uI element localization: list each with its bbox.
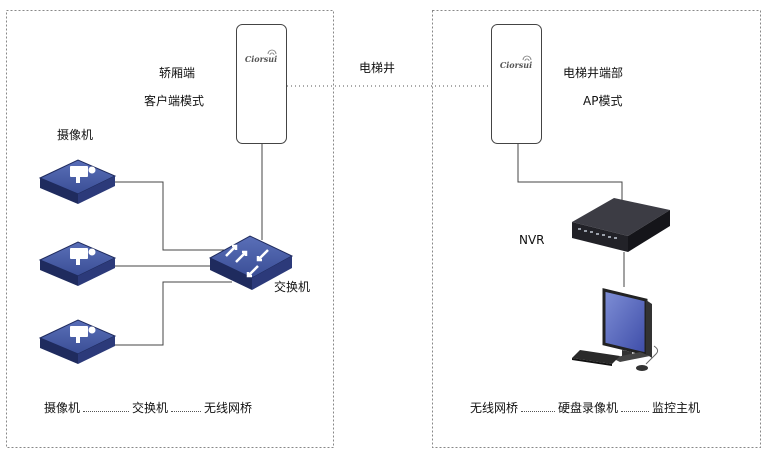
network-switch [208, 235, 294, 290]
elevator-shaft-link-label: 电梯井 [359, 61, 396, 75]
legend-item-host: 监控主机 [652, 401, 701, 415]
legend-connector [83, 410, 130, 412]
wireless-bridge-ap: Ciorsui [491, 24, 542, 144]
legend-item-camera: 摄像机 [44, 401, 81, 415]
camera-group-label: 摄像机 [57, 128, 94, 142]
legend-connector [621, 410, 650, 412]
legend-item-bridge: 无线网桥 [470, 401, 519, 415]
ap-bridge-label-line1: 电梯井端部 [563, 66, 624, 80]
nvr-recorder [572, 198, 670, 252]
ap-bridge-label-line2: AP模式 [583, 94, 623, 108]
client-bridge-label-line2: 客户端模式 [144, 94, 205, 108]
shaft-site-frame [432, 10, 761, 448]
switch-arrows-icon [225, 244, 269, 278]
client-site-legend: 摄像机 交换机 无线网桥 [44, 401, 252, 415]
brand-logo: Ciorsui [500, 60, 532, 70]
shaft-site-legend: 无线网桥 硬盘录像机 监控主机 [470, 401, 700, 415]
camera-1 [38, 159, 117, 204]
brand-logo: Ciorsui [245, 54, 277, 64]
camera-2 [38, 241, 117, 286]
nvr-label: NVR [519, 233, 545, 247]
switch-label: 交换机 [274, 280, 311, 294]
legend-item-bridge: 无线网桥 [204, 401, 253, 415]
camera-icon [70, 166, 96, 183]
camera-icon [70, 326, 96, 343]
legend-connector [521, 410, 556, 412]
legend-item-nvr: 硬盘录像机 [558, 401, 619, 415]
client-bridge-label-line1: 轿厢端 [159, 66, 196, 80]
legend-connector [171, 410, 202, 412]
right-cables [517, 143, 625, 287]
camera-icon [70, 248, 96, 265]
monitoring-host [572, 288, 659, 371]
camera-3 [38, 319, 117, 364]
wireless-bridge-client: Ciorsui [236, 24, 287, 144]
left-cables [113, 143, 263, 346]
client-site-frame [6, 10, 334, 448]
legend-item-switch: 交换机 [132, 401, 169, 415]
